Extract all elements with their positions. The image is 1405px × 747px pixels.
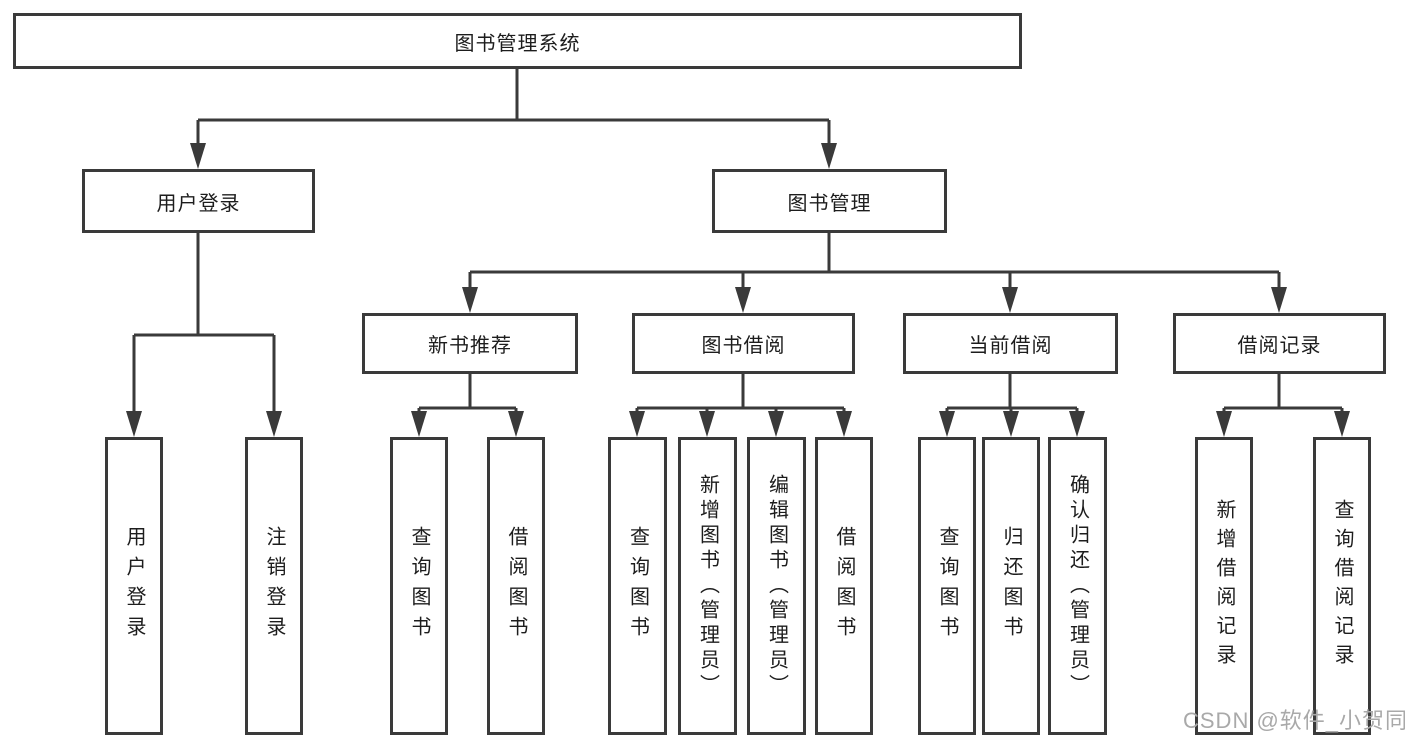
node-borrow-records-label: 借阅记录 (1237, 335, 1322, 357)
node-leaf-add-books-admin: 新增图书（管理员） (678, 437, 737, 735)
node-leaf-add-borrow-record-label: 新增借阅记录 (1213, 499, 1235, 673)
node-book-management-label: 图书管理 (787, 192, 872, 215)
arrowhead (735, 287, 751, 313)
node-leaf-borrow-books-label: 借阅图书 (833, 526, 855, 646)
node-leaf-borrow-books-recommend-label: 借阅图书 (505, 526, 527, 646)
node-leaf-query-books-recommend-label: 查询图书 (408, 526, 430, 646)
node-leaf-query-books-current: 查询图书 (918, 437, 976, 735)
node-leaf-logout: 注销登录 (245, 437, 303, 735)
arrowhead (266, 411, 282, 437)
node-new-book-recommend-label: 新书推荐 (428, 335, 512, 357)
node-leaf-user-login: 用户登录 (105, 437, 163, 735)
node-book-borrow-label: 图书借阅 (701, 335, 786, 357)
arrowhead (1216, 411, 1232, 437)
node-book-borrow: 图书借阅 (632, 313, 855, 374)
node-leaf-confirm-return-admin-label: 确认归还（管理员） (1066, 473, 1089, 699)
node-book-management: 图书管理 (712, 169, 947, 233)
arrowhead (836, 411, 852, 437)
node-leaf-confirm-return-admin: 确认归还（管理员） (1048, 437, 1107, 735)
node-leaf-query-books-current-label: 查询图书 (936, 526, 958, 646)
node-leaf-edit-books-admin: 编辑图书（管理员） (747, 437, 806, 735)
arrowhead (768, 411, 784, 437)
node-leaf-add-books-admin-label: 新增图书（管理员） (696, 473, 719, 699)
node-leaf-user-login-label: 用户登录 (123, 526, 145, 646)
node-leaf-borrow-books-recommend: 借阅图书 (487, 437, 545, 735)
arrowhead (629, 411, 645, 437)
arrowhead (1069, 411, 1085, 437)
node-leaf-query-books-borrow: 查询图书 (608, 437, 667, 735)
node-leaf-query-books-recommend: 查询图书 (390, 437, 448, 735)
arrowhead (821, 143, 837, 169)
node-leaf-query-borrow-record-label: 查询借阅记录 (1331, 499, 1353, 673)
arrowhead (1271, 287, 1287, 313)
node-leaf-return-books-label: 归还图书 (1000, 526, 1022, 646)
watermark: CSDN @软件_小贺同学 (1183, 708, 1405, 733)
node-leaf-return-books: 归还图书 (982, 437, 1040, 735)
arrowhead (126, 411, 142, 437)
node-leaf-edit-books-admin-label: 编辑图书（管理员） (765, 473, 788, 699)
arrowhead (411, 411, 427, 437)
node-leaf-query-books-borrow-label: 查询图书 (626, 526, 649, 646)
node-borrow-records: 借阅记录 (1173, 313, 1386, 374)
node-user-login-branch-label: 用户登录 (156, 192, 241, 215)
arrowhead (1334, 411, 1350, 437)
arrowhead (190, 143, 206, 169)
node-leaf-borrow-books: 借阅图书 (815, 437, 873, 735)
arrowhead (699, 411, 715, 437)
node-new-book-recommend: 新书推荐 (362, 313, 578, 374)
node-current-borrow: 当前借阅 (903, 313, 1118, 374)
node-leaf-query-borrow-record: 查询借阅记录 (1313, 437, 1371, 735)
arrowhead (1002, 287, 1018, 313)
node-current-borrow-label: 当前借阅 (968, 335, 1053, 357)
arrowhead (1003, 411, 1019, 437)
node-leaf-add-borrow-record: 新增借阅记录 (1195, 437, 1253, 735)
arrowhead (939, 411, 955, 437)
node-user-login-branch: 用户登录 (82, 169, 315, 233)
arrowhead (462, 287, 478, 313)
arrowhead (508, 411, 524, 437)
node-root: 图书管理系统 (13, 13, 1022, 69)
node-leaf-logout-label: 注销登录 (263, 526, 285, 646)
node-root-label: 图书管理系统 (454, 32, 581, 55)
